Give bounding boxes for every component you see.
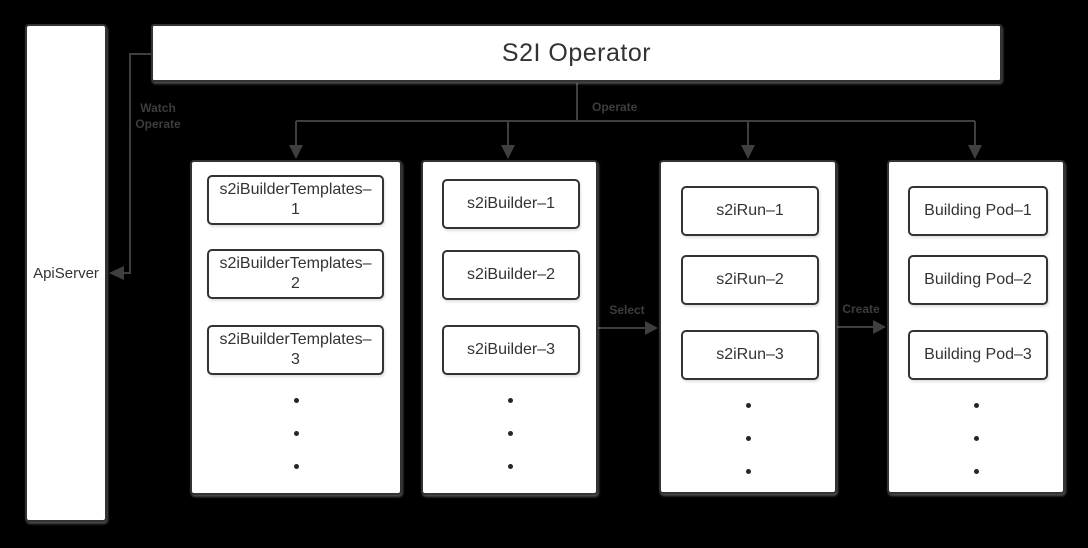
ellipsis-dot [507, 431, 513, 436]
item-box: s2iBuilderTemplates– 3 [207, 325, 384, 375]
ellipsis-dot [294, 398, 299, 403]
ellipsis-dot [507, 464, 513, 469]
item-box: s2iBuilder–3 [442, 325, 580, 375]
ellipsis-dot [746, 469, 751, 474]
item-box: Building Pod–3 [908, 330, 1048, 380]
ellipsis-dot [507, 398, 513, 403]
item-box: s2iBuilder–2 [442, 250, 580, 300]
s2i-operator-title: S2I Operator [501, 38, 652, 67]
item-box: s2iBuilderTemplates– 1 [207, 175, 384, 225]
select-label: Select [609, 303, 645, 317]
arrowhead-down-col1 [289, 145, 303, 159]
column-s2ibuildertemplates: s2iBuilderTemplates– 1 s2iBuilderTemplat… [190, 160, 402, 495]
apiserver-box: ApiServer [25, 24, 107, 522]
item-box: s2iRun–2 [681, 255, 819, 305]
ellipsis-dot [294, 431, 299, 436]
arrowhead-down-col3 [741, 145, 755, 159]
create-label: Create [842, 302, 880, 316]
ellipsis-dot [746, 403, 751, 408]
ellipsis-dot [294, 464, 299, 469]
item-box: s2iBuilderTemplates– 2 [207, 249, 384, 299]
ellipsis-dot [974, 436, 979, 441]
column-s2irun: s2iRun–1 s2iRun–2 s2iRun–3 [659, 160, 837, 494]
column-building-pod: Building Pod–1 Building Pod–2 Building P… [887, 160, 1065, 494]
ellipsis-dot [746, 436, 751, 441]
ellipsis-dot [974, 403, 979, 408]
arrowhead-down-col2 [501, 145, 515, 159]
arrowhead-right-select [645, 321, 658, 335]
ellipsis-dot [974, 469, 979, 474]
item-box: s2iBuilder–1 [442, 179, 580, 229]
watch-operate-label: Watch Operate [135, 101, 181, 131]
apiserver-label: ApiServer [33, 264, 99, 282]
arrowhead-right-create [873, 320, 886, 334]
arrowhead-left-apiserver [109, 266, 124, 280]
item-box: Building Pod–2 [908, 255, 1048, 305]
item-box: Building Pod–1 [908, 186, 1048, 236]
item-box: s2iRun–1 [681, 186, 819, 236]
watch-operate-edge [124, 53, 151, 274]
item-box: s2iRun–3 [681, 330, 819, 380]
arrowhead-down-col4 [968, 145, 982, 159]
column-s2ibuilder: s2iBuilder–1 s2iBuilder–2 s2iBuilder–3 [421, 160, 598, 495]
s2i-operator-box: S2I Operator [151, 24, 1002, 82]
operate-label: Operate [592, 100, 638, 114]
